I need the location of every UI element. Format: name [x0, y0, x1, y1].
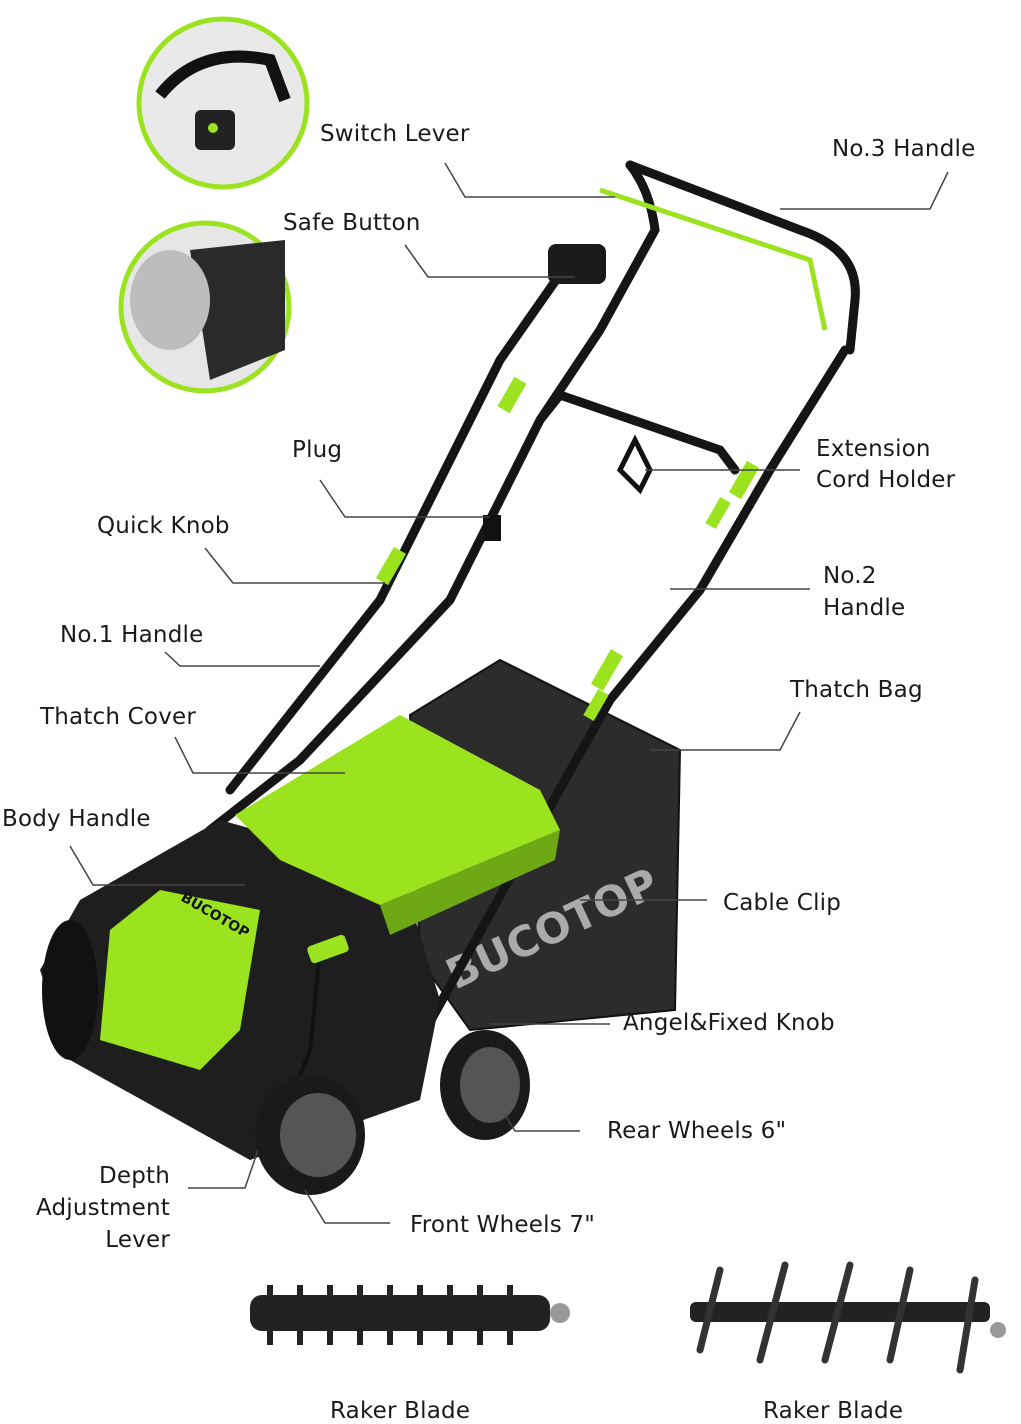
switch-lever-bar [599, 187, 828, 331]
label-extension-cord-holder-1: Extension [816, 436, 931, 462]
label-thatch-bag: Thatch Bag [790, 677, 923, 703]
safe-button-inset [118, 220, 292, 394]
raker-blade-right-image [690, 1261, 1006, 1374]
label-depth-2: Adjustment [35, 1195, 170, 1221]
plug-shape [483, 515, 501, 541]
thatch-cover [235, 715, 560, 905]
label-raker-blade-right: Raker Blade [763, 1398, 904, 1424]
label-quick-knob: Quick Knob [97, 513, 230, 539]
label-no3-handle: No.3 Handle [832, 136, 976, 162]
body-green-panel [100, 890, 260, 1070]
label-rear-wheels: Rear Wheels 6" [607, 1118, 787, 1144]
label-raker-blade-left: Raker Blade [330, 1398, 471, 1424]
leader-lines [69, 162, 949, 1224]
label-front-wheels: Front Wheels 7" [410, 1212, 596, 1238]
label-plug: Plug [292, 437, 343, 463]
label-switch-lever: Switch Lever [320, 121, 470, 147]
handle-frame [205, 160, 860, 1045]
raker-blade-left-image [250, 1285, 570, 1345]
label-depth-3: Lever [105, 1227, 170, 1253]
label-body-handle: Body Handle [2, 806, 151, 832]
switch-lever-inset [136, 16, 310, 190]
label-cable-clip: Cable Clip [723, 890, 842, 916]
cord-holder-shape [616, 434, 653, 495]
label-angel-fixed-knob: Angel&Fixed Knob [623, 1010, 835, 1036]
label-no1-handle: No.1 Handle [60, 622, 204, 648]
label-no2-handle-1: No.2 [823, 563, 877, 589]
switch-box [548, 244, 606, 284]
rear-wheel [440, 1030, 530, 1140]
label-extension-cord-holder-2: Cord Holder [816, 467, 956, 493]
label-depth-1: Depth [98, 1163, 170, 1189]
label-thatch-cover: Thatch Cover [40, 704, 197, 730]
label-safe-button: Safe Button [283, 210, 421, 236]
label-no2-handle-2: Handle [823, 595, 906, 621]
front-wheel [255, 1075, 365, 1195]
